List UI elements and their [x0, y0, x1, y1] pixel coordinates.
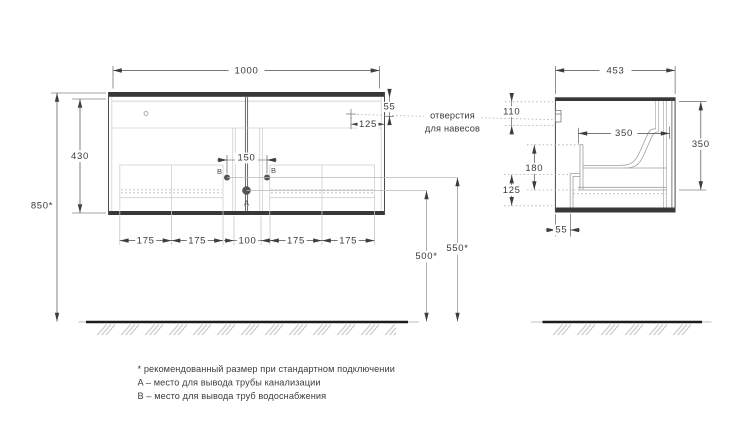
hanger-callout-line2: для навесов — [425, 123, 480, 133]
water-height-dim: 550* — [446, 243, 468, 254]
note-point-a: A – место для вывода трубы канализации — [138, 378, 321, 388]
hanger-callout: отверстия для навесов — [356, 111, 553, 133]
hole-side-offset-dim: 125 — [359, 119, 377, 130]
hole-top-offset-dim: 55 — [384, 102, 396, 113]
point-a-label: A — [244, 199, 249, 208]
back-clearance-dim: 55 — [555, 224, 567, 235]
front-height-dim: 430 — [71, 151, 89, 162]
bottom-spacing-dim-2: 175 — [188, 235, 206, 246]
point-b-right-label: B — [271, 166, 276, 175]
drain-height-dim: 500* — [415, 251, 437, 262]
floor-right — [531, 320, 712, 336]
note-recommended-size: * рекомендованный размер при стандартном… — [138, 364, 395, 374]
left-hanger-hole — [143, 111, 149, 116]
front-dimensions: 1000 430 850* 55 125 — [31, 64, 471, 322]
side-dimensions: 453 110 180 125 350 — [499, 64, 714, 237]
bottom-spacing-dim-5: 175 — [339, 235, 357, 246]
hanger-bracket — [555, 110, 562, 123]
bottom-spacing-dim-1: 175 — [137, 235, 155, 246]
inner-height-dim: 350 — [692, 139, 710, 150]
hanger-offset-dim: 110 — [503, 106, 520, 117]
bottom-spacing-dim-3: 100 — [239, 235, 257, 246]
front-width-dim: 1000 — [235, 65, 259, 76]
side-drawer-section — [569, 128, 667, 208]
bottom-spacing-dim-4: 175 — [287, 235, 305, 246]
water-spacing-dim: 150 — [238, 153, 256, 164]
side-view: 453 110 180 125 350 — [499, 64, 714, 237]
front-view: B B A 1000 430 850* — [31, 64, 471, 322]
drawer-cutout-depth-dim: 350 — [615, 128, 633, 139]
right-hanger-hole-cross — [346, 109, 356, 119]
hanger-callout-line1: отверстия — [430, 111, 475, 121]
drawer-back-height-dim: 180 — [525, 163, 543, 174]
note-point-b: B – место для вывода труб водоснабжения — [138, 391, 327, 401]
floor-left — [78, 320, 419, 336]
bottom-offset-dim: 125 — [503, 185, 521, 196]
front-cabinet-body — [108, 92, 385, 215]
notes: * рекомендованный размер при стандартном… — [138, 364, 395, 401]
mounting-height-dim: 850* — [31, 200, 53, 211]
point-b-left-label: B — [217, 167, 222, 176]
side-depth-dim: 453 — [607, 65, 625, 76]
